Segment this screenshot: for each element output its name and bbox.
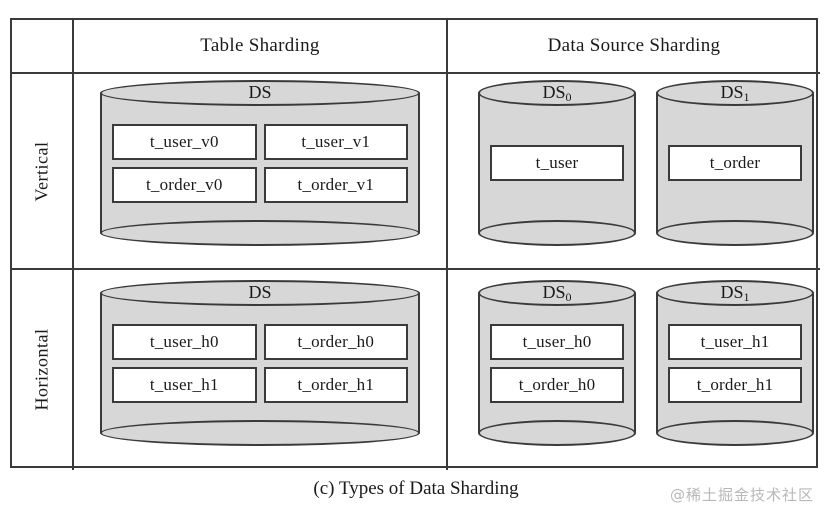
cylinder-top-ellipse <box>656 280 814 306</box>
table-chip: t_user_h0 <box>112 324 257 360</box>
database-index: 0 <box>565 290 572 304</box>
cell-vertical-data-source-sharding: DS0 t_user DS1 t_order <box>448 74 820 268</box>
table-chip-group: t_user_v0 t_user_v1 t_order_v0 t_order_v… <box>112 124 408 203</box>
database-cylinder: DS1 t_order <box>656 80 814 246</box>
database-name: DS <box>542 282 566 302</box>
cylinder-top-ellipse <box>478 80 636 106</box>
table-chip: t_user_h1 <box>668 324 802 360</box>
watermark: @稀土掘金技术社区 <box>669 486 814 504</box>
database-label: DS0 <box>478 82 636 104</box>
cylinder-body <box>100 93 420 233</box>
table-chip-group: t_user_h0 t_order_h0 <box>490 324 624 403</box>
table-chip: t_order_h1 <box>263 367 408 403</box>
database-label: DS1 <box>656 82 814 104</box>
database-cylinder: DS1 t_user_h1 t_order_h1 <box>656 280 814 446</box>
table-chip: t_order_h0 <box>263 324 408 360</box>
database-cylinder: DS t_user_v0 t_user_v1 t_order_v0 t_orde… <box>100 80 420 246</box>
cell-vertical-table-sharding: DS t_user_v0 t_user_v1 t_order_v0 t_orde… <box>74 74 446 268</box>
row-header-vertical: Vertical <box>12 74 72 268</box>
cell-horizontal-table-sharding: DS t_user_h0 t_order_h0 t_user_h1 t_orde… <box>74 270 446 468</box>
database-label: DS <box>100 82 420 102</box>
table-chip-group: t_order <box>668 145 802 181</box>
database-cylinder: DS0 t_user <box>478 80 636 246</box>
database-name: DS <box>720 282 744 302</box>
table-chip: t_user_v0 <box>112 124 257 160</box>
row-label-column-divider <box>72 20 74 470</box>
row-header-vertical-label: Vertical <box>31 141 52 201</box>
table-chip: t_user_v1 <box>263 124 408 160</box>
table-chip-group: t_user_h1 t_order_h1 <box>668 324 802 403</box>
table-chip: t_order_v1 <box>263 167 408 203</box>
cylinder-bottom-ellipse <box>478 220 636 246</box>
database-name: DS <box>248 282 272 302</box>
database-name: DS <box>720 82 744 102</box>
database-index: 1 <box>743 90 750 104</box>
cell-horizontal-data-source-sharding: DS0 t_user_h0 t_order_h0 DS1 t_user_h1 t… <box>448 270 820 468</box>
table-chip-group: t_user_h0 t_order_h0 t_user_h1 t_order_h… <box>112 324 408 403</box>
database-name: DS <box>542 82 566 102</box>
database-name: DS <box>248 82 272 102</box>
table-chip: t_order_v0 <box>112 167 257 203</box>
table-chip: t_user <box>490 145 624 181</box>
cylinder-top-ellipse <box>656 80 814 106</box>
row-header-horizontal: Horizontal <box>12 270 72 468</box>
column-divider <box>446 20 448 470</box>
cylinder-top-ellipse <box>478 280 636 306</box>
cylinder-bottom-ellipse <box>656 420 814 446</box>
database-label: DS0 <box>478 282 636 304</box>
table-chip: t_order <box>668 145 802 181</box>
database-cylinder: DS0 t_user_h0 t_order_h0 <box>478 280 636 446</box>
cylinder-bottom-ellipse <box>100 220 420 246</box>
table-chip-group: t_user <box>490 145 624 181</box>
database-label: DS <box>100 282 420 302</box>
database-label: DS1 <box>656 282 814 304</box>
header-row-divider <box>12 72 820 74</box>
table-chip: t_order_h0 <box>490 367 624 403</box>
cylinder-bottom-ellipse <box>100 420 420 446</box>
table-chip: t_user_h1 <box>112 367 257 403</box>
body-row-divider <box>12 268 820 270</box>
cylinder-bottom-ellipse <box>656 220 814 246</box>
cylinder-top-ellipse <box>100 280 420 306</box>
column-header-data-source-sharding: Data Source Sharding <box>547 35 721 56</box>
column-header-table-sharding: Table Sharding <box>200 35 320 56</box>
database-index: 1 <box>743 290 750 304</box>
row-header-horizontal-label: Horizontal <box>31 328 52 410</box>
cylinder-bottom-ellipse <box>478 420 636 446</box>
database-cylinder: DS t_user_h0 t_order_h0 t_user_h1 t_orde… <box>100 280 420 446</box>
cylinder-body <box>100 293 420 433</box>
database-index: 0 <box>565 90 572 104</box>
sharding-matrix-table: Table Sharding Data Source Sharding Vert… <box>10 18 820 470</box>
figure-caption: (c) Types of Data Sharding <box>313 478 519 499</box>
table-chip: t_order_h1 <box>668 367 802 403</box>
cylinder-body <box>478 293 636 433</box>
table-chip: t_user_h0 <box>490 324 624 360</box>
cylinder-body <box>656 293 814 433</box>
cylinder-top-ellipse <box>100 80 420 106</box>
